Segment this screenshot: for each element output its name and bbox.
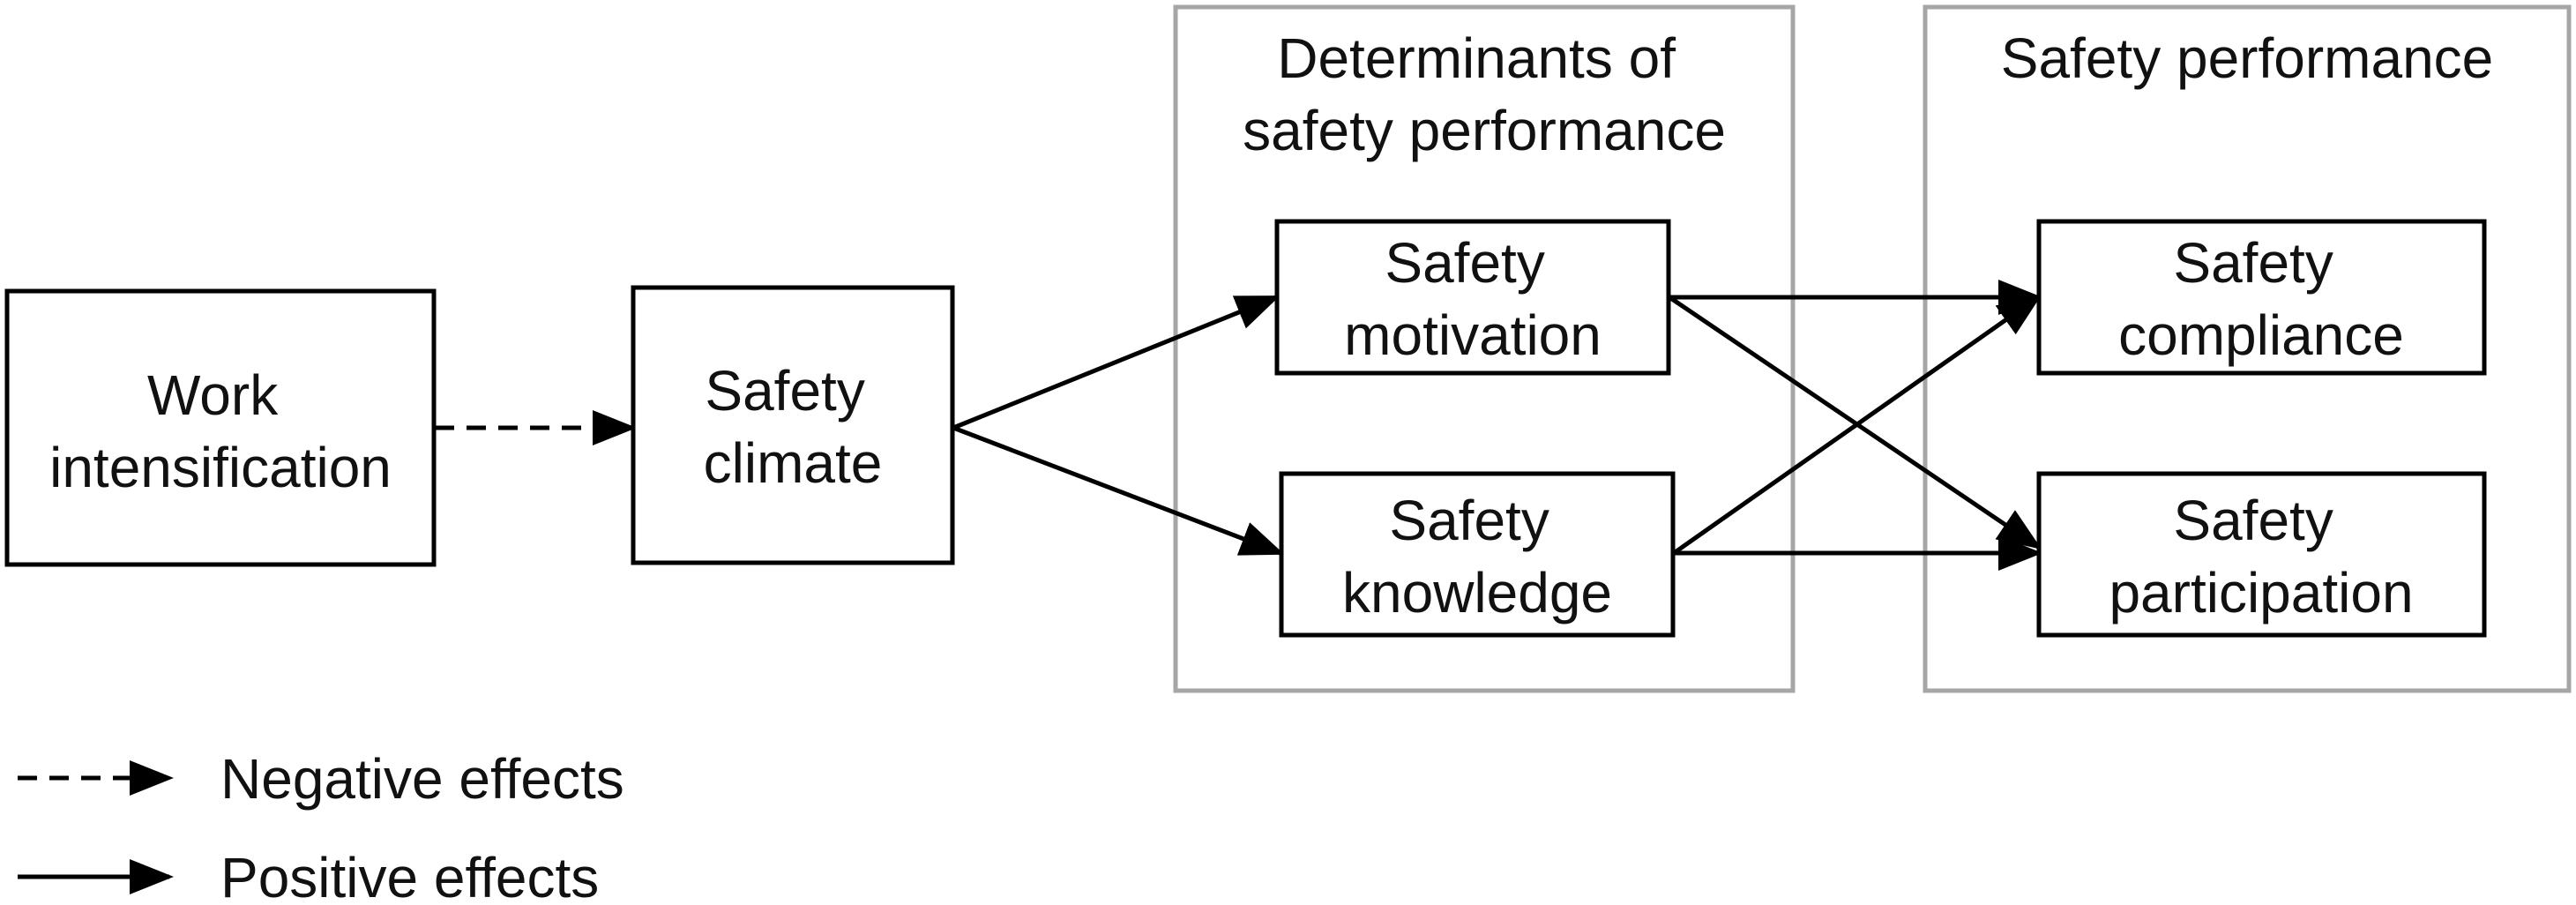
legend: Negative effects Positive effects: [18, 747, 624, 905]
node-work-intensification: Work intensification: [4, 288, 437, 567]
edge-safety-knowledge-to-safety-compliance: [1672, 295, 2042, 556]
edges: [435, 280, 2042, 571]
node-safety-motivation-line-2: motivation: [1344, 303, 1602, 367]
node-safety-compliance: Safety compliance: [2036, 219, 2487, 376]
node-safety-climate-box: [631, 285, 955, 565]
edge-safety-climate-to-safety-motivation: [952, 295, 1281, 430]
group-determinants-title: Determinants of safety performance: [1243, 26, 1726, 162]
group-safety-performance-title: Safety performance: [2001, 26, 2494, 90]
node-safety-climate: Safety climate: [631, 285, 955, 565]
node-safety-climate-line-1: Safety: [705, 359, 864, 423]
node-safety-knowledge-label: Safety knowledge: [1342, 489, 1612, 625]
group-safety-performance-frame: [1923, 4, 2572, 693]
node-safety-motivation-label: Safety motivation: [1344, 231, 1602, 367]
node-safety-knowledge: Safety knowledge: [1279, 471, 1676, 638]
group-safety-performance: Safety performance: [1923, 4, 2572, 693]
node-safety-climate-line-2: climate: [704, 431, 883, 495]
edge-safety-motivation-to-safety-participation: [1668, 295, 2042, 550]
node-safety-participation-line-1: Safety: [2173, 489, 2333, 552]
node-safety-participation-box: [2036, 471, 2487, 638]
node-safety-participation: Safety participation: [2036, 471, 2487, 638]
group-determinants-title-line-2: safety performance: [1243, 99, 1726, 162]
node-safety-compliance-box: [2036, 219, 2487, 376]
node-safety-motivation-box: [1274, 219, 1671, 376]
node-safety-compliance-line-2: compliance: [2118, 303, 2404, 367]
node-work-intensification-line-1: Work: [147, 363, 279, 427]
group-determinants-title-line-1: Determinants of: [1277, 26, 1676, 90]
legend-negative-label: Negative effects: [220, 747, 624, 811]
node-safety-participation-line-2: participation: [2109, 561, 2413, 625]
group-safety-performance-title-line-1: Safety performance: [2001, 26, 2494, 90]
node-safety-knowledge-line-1: Safety: [1389, 489, 1549, 552]
legend-item-negative: Negative effects: [18, 747, 624, 811]
node-safety-compliance-line-1: Safety: [2173, 231, 2333, 295]
node-safety-participation-label: Safety participation: [2109, 489, 2413, 625]
node-safety-knowledge-box: [1279, 471, 1676, 638]
node-safety-knowledge-line-2: knowledge: [1342, 561, 1612, 625]
edge-safety-climate-to-safety-knowledge: [952, 425, 1285, 556]
node-safety-motivation-line-1: Safety: [1385, 231, 1544, 295]
node-work-intensification-line-2: intensification: [49, 436, 392, 499]
node-safety-climate-label: Safety climate: [704, 359, 883, 495]
group-determinants-frame: [1173, 4, 1796, 693]
legend-item-positive: Positive effects: [18, 846, 599, 905]
group-determinants: Determinants of safety performance: [1173, 4, 1796, 693]
node-work-intensification-label: Work intensification: [49, 363, 392, 499]
node-safety-compliance-label: Safety compliance: [2118, 231, 2404, 367]
node-work-intensification-box: [4, 288, 437, 567]
legend-positive-label: Positive effects: [220, 846, 599, 905]
node-safety-motivation: Safety motivation: [1274, 219, 1671, 376]
